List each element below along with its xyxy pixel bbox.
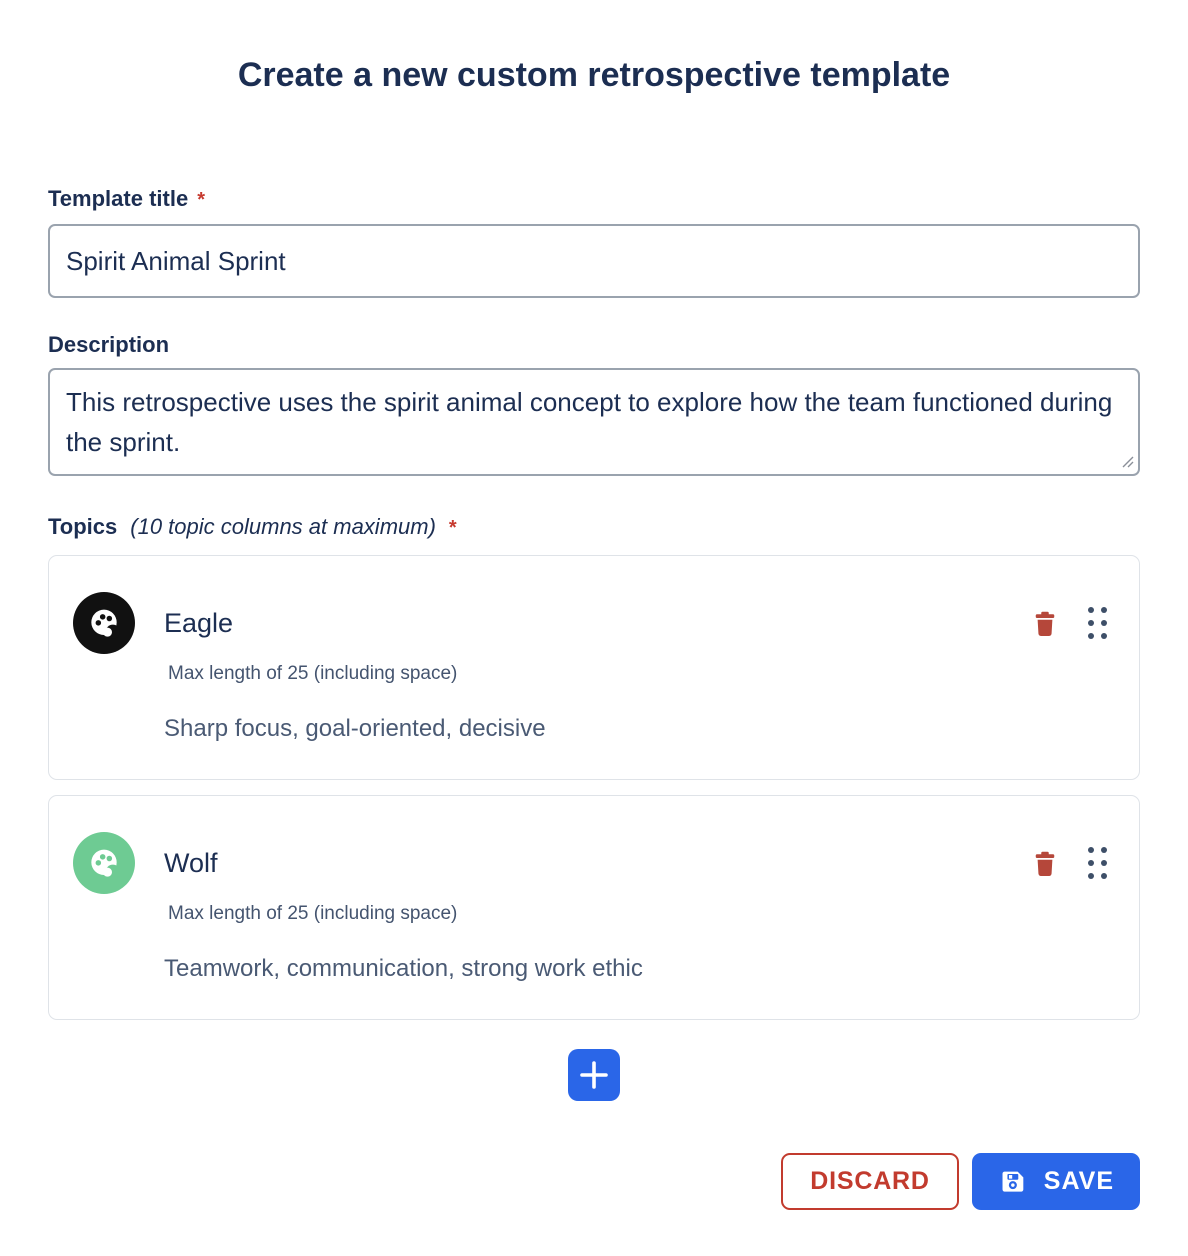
plus-icon	[580, 1061, 608, 1089]
topic-color-picker-button[interactable]	[73, 592, 135, 654]
save-button-label: SAVE	[1043, 1167, 1114, 1195]
topic-card-wolf: Max length of 25 (including space)	[48, 795, 1140, 1020]
template-title-label-text: Template title	[48, 186, 189, 211]
palette-icon	[91, 849, 120, 879]
palette-icon	[91, 609, 120, 639]
topic-title-row	[164, 592, 1113, 654]
topics-label-row: Topics (10 topic columns at maximum) *	[48, 514, 1140, 540]
trash-icon	[1035, 611, 1055, 636]
topic-name-input[interactable]	[164, 607, 1030, 639]
topic-description-input[interactable]	[164, 955, 1076, 983]
add-topic-button[interactable]	[568, 1049, 620, 1101]
trash-icon	[1035, 851, 1055, 876]
description-textarea[interactable]: This retrospective uses the spirit anima…	[48, 368, 1140, 476]
topic-title-row	[164, 832, 1113, 894]
template-title-input[interactable]	[48, 224, 1140, 298]
topic-color-picker-button[interactable]	[73, 832, 135, 894]
add-topic-row	[48, 1049, 1140, 1101]
topic-helper-text: Max length of 25 (including space)	[168, 663, 458, 684]
description-textarea-wrap: This retrospective uses the spirit anima…	[48, 368, 1140, 476]
delete-topic-button[interactable]	[1030, 848, 1060, 879]
topic-helper-text: Max length of 25 (including space)	[168, 903, 458, 924]
drag-handle-icon[interactable]	[1088, 607, 1107, 639]
template-title-label: Template title *	[48, 186, 1140, 212]
description-label-text: Description	[48, 332, 170, 357]
required-asterisk: *	[448, 517, 457, 539]
topic-card-eagle: Max length of 25 (including space)	[48, 555, 1140, 780]
floppy-disk-icon	[1002, 1171, 1024, 1192]
required-asterisk: *	[197, 189, 205, 211]
page-title: Create a new custom retrospective templa…	[237, 56, 951, 94]
footer-actions: DISCARD SAVE	[48, 1153, 1140, 1210]
topic-name-input[interactable]	[164, 847, 1030, 879]
topic-card-content: Max length of 25 (including space)	[164, 832, 1113, 983]
create-template-form: Create a new custom retrospective templa…	[0, 54, 1188, 1210]
description-label: Description	[48, 332, 1140, 358]
topic-description-input[interactable]	[164, 715, 1076, 743]
delete-topic-button[interactable]	[1030, 608, 1060, 639]
description-field: Description This retrospective uses the …	[48, 332, 1140, 476]
template-title-field: Template title *	[48, 186, 1140, 298]
discard-button[interactable]: DISCARD	[781, 1153, 959, 1210]
save-button[interactable]: SAVE	[971, 1153, 1140, 1210]
topics-hint: (10 topic columns at maximum)	[130, 514, 436, 539]
topics-label: Topics	[48, 514, 118, 539]
topic-card-content: Max length of 25 (including space)	[164, 592, 1113, 743]
drag-handle-icon[interactable]	[1088, 847, 1107, 879]
